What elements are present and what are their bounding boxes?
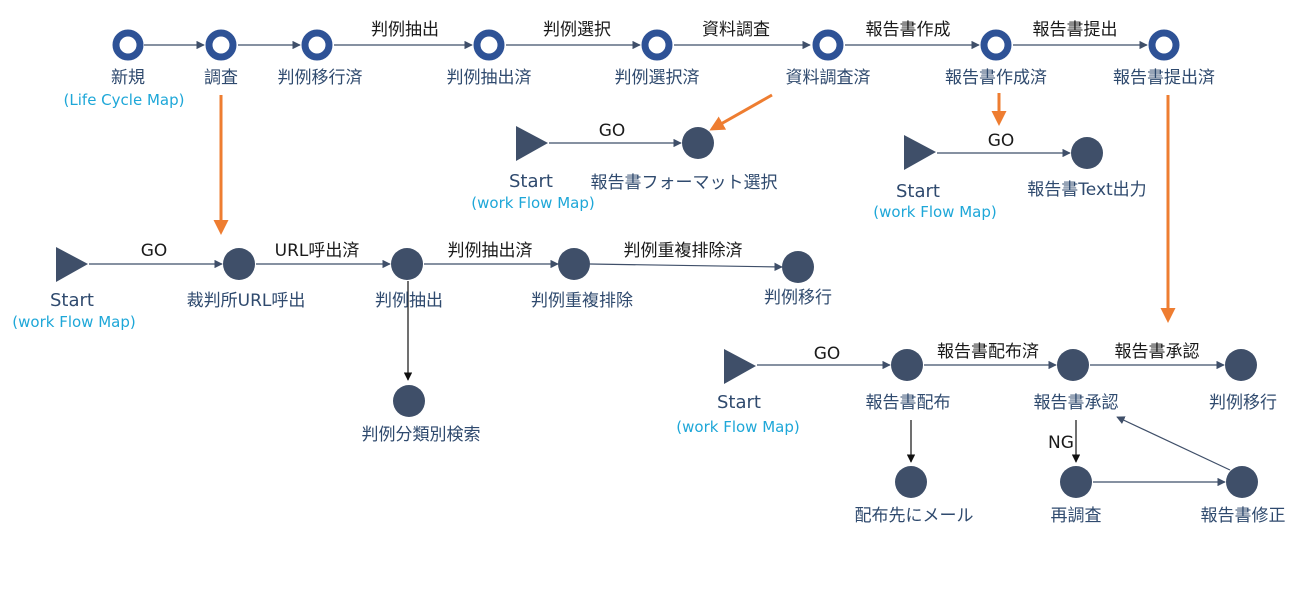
- orange-arrow: [709, 93, 773, 131]
- state-node[interactable]: [1148, 29, 1180, 61]
- start-label: Start: [717, 392, 761, 413]
- edge-label-url-called: URL呼出済: [275, 241, 360, 261]
- task-label-url-call: 裁判所URL呼出: [187, 291, 306, 311]
- task-label-reinvestigate: 再調査: [1051, 506, 1102, 526]
- lifecycle-map-sublabel: (Life Cycle Map): [64, 91, 185, 109]
- task-node[interactable]: [223, 248, 255, 280]
- edge-label-houkokusho-teishutsu: 報告書提出: [1033, 20, 1118, 40]
- start-label: Start: [509, 171, 553, 192]
- workflow-map-sublabel: (work Flow Map): [12, 313, 135, 331]
- edge-label-go: GO: [988, 131, 1015, 151]
- workflow-map-sublabel: (work Flow Map): [471, 194, 594, 212]
- state-node[interactable]: [812, 29, 844, 61]
- task-label-fix-report: 報告書修正: [1201, 506, 1286, 526]
- edge-dedup-done: [589, 262, 783, 272]
- start-label: Start: [50, 290, 94, 311]
- task-label-text-output: 報告書Text出力: [1027, 180, 1146, 200]
- start-triangle[interactable]: [516, 126, 548, 161]
- task-node[interactable]: [682, 127, 714, 159]
- edge-label-extracted: 判例抽出済: [448, 241, 533, 261]
- edge-label-go: GO: [814, 344, 841, 364]
- link-arrows: [213, 93, 1176, 323]
- start-label: Start: [896, 181, 940, 202]
- task-label-distribute: 報告書配布: [866, 393, 951, 413]
- task-node[interactable]: [1071, 137, 1103, 169]
- task-node[interactable]: [393, 385, 425, 417]
- workflow-map-sublabel: (work Flow Map): [873, 203, 996, 221]
- task-label-mail: 配布先にメール: [855, 506, 974, 526]
- edge-label-ng: NG: [1048, 433, 1074, 453]
- task-node[interactable]: [895, 466, 927, 498]
- edge-label-shiryou-chousa: 資料調査: [702, 20, 770, 40]
- edge-label-dedup-done: 判例重複排除済: [624, 241, 743, 261]
- workflow-3: Start (work Flow Map) GO 報告書Text出力: [873, 131, 1146, 221]
- workflow-2: Start (work Flow Map) GO 報告書フォーマット選択: [471, 121, 777, 212]
- task-node[interactable]: [1225, 349, 1257, 381]
- state-node[interactable]: [641, 29, 673, 61]
- task-node[interactable]: [891, 349, 923, 381]
- edge-fix-approve: [1116, 416, 1231, 471]
- task-label-migrate: 判例移行: [1209, 393, 1277, 413]
- state-label-shinki: 新規: [111, 68, 145, 88]
- lifecycle-map: 新規 (Life Cycle Map) 調査 判例移行済 判例抽出済 判例選択済…: [64, 20, 1215, 109]
- task-label-category-search: 判例分類別検索: [362, 425, 481, 445]
- edge-label-hanrei-chuushutsu: 判例抽出: [371, 20, 439, 40]
- workflow-map-sublabel: (work Flow Map): [676, 418, 799, 436]
- state-label-chousa: 調査: [204, 68, 238, 88]
- edge-label-distributed: 報告書配布済: [937, 342, 1039, 362]
- state-node[interactable]: [301, 29, 333, 61]
- edge-label-hanrei-sentaku: 判例選択: [543, 20, 611, 40]
- task-node[interactable]: [1060, 466, 1092, 498]
- state-label-houkokusho-teishutsuzumi: 報告書提出済: [1113, 68, 1215, 88]
- task-label-extract: 判例抽出: [375, 291, 443, 311]
- edge-label-approve: 報告書承認: [1115, 342, 1200, 362]
- task-label-approve: 報告書承認: [1034, 393, 1119, 413]
- start-triangle[interactable]: [724, 349, 756, 384]
- task-node[interactable]: [1057, 349, 1089, 381]
- task-label-format-select: 報告書フォーマット選択: [591, 173, 778, 193]
- start-triangle[interactable]: [56, 247, 88, 282]
- edge-label-houkokusho-sakusei: 報告書作成: [866, 20, 951, 40]
- start-triangle[interactable]: [904, 135, 936, 170]
- workflow-4: Start (work Flow Map) GO 報告書配布 報告書配布済 報告…: [676, 342, 1285, 526]
- edge-label-go: GO: [599, 121, 626, 141]
- workflow-1: Start (work Flow Map) GO 裁判所URL呼出 URL呼出済…: [12, 241, 832, 445]
- task-node[interactable]: [1226, 466, 1258, 498]
- state-label-hanrei-chuushutsuzumi: 判例抽出済: [447, 68, 532, 88]
- state-label-shiryou-chousazumi: 資料調査済: [786, 68, 871, 88]
- state-label-hanrei-sentakuzumi: 判例選択済: [615, 68, 700, 88]
- state-label-houkokusho-sakuseizumi: 報告書作成済: [945, 68, 1047, 88]
- edge-label-go: GO: [141, 241, 168, 261]
- task-node[interactable]: [558, 248, 590, 280]
- state-node[interactable]: [473, 29, 505, 61]
- state-node[interactable]: [980, 29, 1012, 61]
- task-label-migrate: 判例移行: [764, 288, 832, 308]
- task-label-dedup: 判例重複排除: [531, 291, 633, 311]
- task-node[interactable]: [391, 248, 423, 280]
- state-label-hanrei-ikouzumi: 判例移行済: [278, 68, 363, 88]
- task-node[interactable]: [782, 251, 814, 283]
- state-node[interactable]: [112, 29, 144, 61]
- state-node[interactable]: [205, 29, 237, 61]
